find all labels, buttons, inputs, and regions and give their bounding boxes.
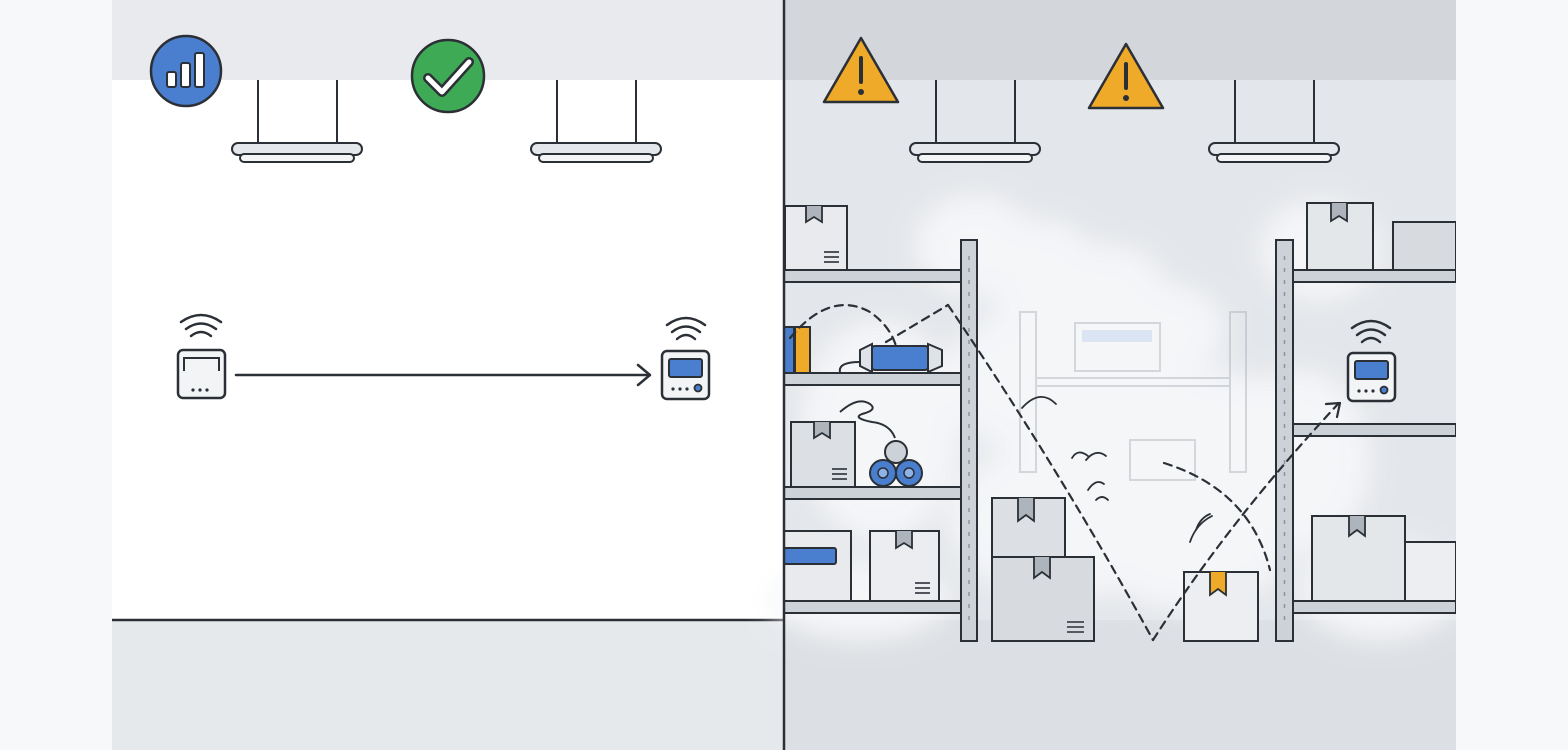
shelf-plank xyxy=(783,269,963,283)
storage-box xyxy=(991,497,1066,558)
warning-icon xyxy=(1087,42,1165,110)
wireless-controller-icon xyxy=(660,316,711,401)
shelving-unit xyxy=(1275,202,1457,642)
signal-scatter-arcs xyxy=(1021,396,1213,543)
signal-strength-icon xyxy=(149,34,223,108)
shelf-upright xyxy=(1275,239,1294,642)
checkmark-icon xyxy=(410,38,486,114)
shelf-plank xyxy=(783,372,963,386)
right-margin xyxy=(1456,0,1568,750)
ceiling-light xyxy=(530,80,662,163)
left-margin xyxy=(0,0,112,750)
background-shelf xyxy=(1019,311,1247,481)
storage-box xyxy=(790,421,856,488)
storage-box xyxy=(1392,221,1457,271)
binder xyxy=(794,326,811,374)
shelf-plank xyxy=(783,600,963,614)
ceiling-light xyxy=(231,80,363,163)
storage-box xyxy=(783,530,852,602)
pipe-fitting xyxy=(838,342,943,374)
shelf-upright xyxy=(960,239,978,642)
warning-icon xyxy=(822,36,900,104)
shelf-plank xyxy=(1292,269,1457,283)
left-floor xyxy=(112,620,784,750)
left-panel-open-space xyxy=(112,0,784,750)
right-panel-obstructed-warehouse xyxy=(770,0,1460,750)
ceiling-light xyxy=(909,80,1041,163)
storage-box xyxy=(1404,541,1457,602)
storage-box xyxy=(991,556,1095,642)
storage-box xyxy=(1183,571,1259,642)
storage-box xyxy=(784,205,848,271)
storage-box xyxy=(1306,202,1374,271)
ceiling-light xyxy=(1208,80,1340,163)
shelf-plank xyxy=(783,486,963,500)
right-floor xyxy=(784,620,1456,750)
storage-box xyxy=(1311,515,1406,602)
reflected-signal-path xyxy=(788,303,1340,642)
shelving-unit xyxy=(783,205,978,642)
direct-signal-arrow xyxy=(234,363,652,387)
shelf-plank xyxy=(1292,600,1457,614)
signal-arrowhead xyxy=(1324,401,1342,419)
cable-reel xyxy=(839,400,923,487)
storage-box xyxy=(869,530,940,602)
wireless-sensor-icon xyxy=(176,313,227,400)
wireless-controller-icon xyxy=(1346,319,1397,403)
